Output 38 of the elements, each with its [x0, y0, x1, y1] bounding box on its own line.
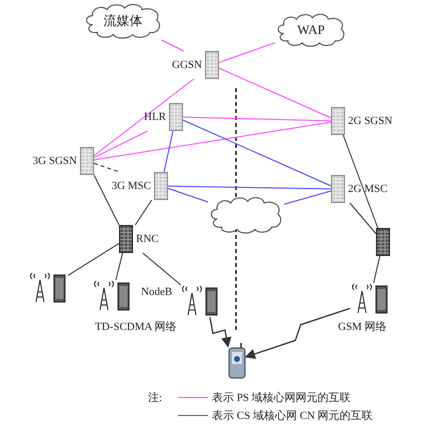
connection-line: [284, 190, 332, 205]
connection-line: [94, 122, 332, 160]
connection-line: [94, 78, 194, 156]
legend-text: 表示 CS 域核心网 CN 网元的互联: [212, 408, 373, 423]
connection-line: [94, 130, 148, 158]
connection-line: [142, 252, 182, 286]
connection-line: [68, 242, 120, 276]
node-label: HLR: [144, 111, 166, 123]
node-label: 3G MSC: [112, 180, 151, 192]
cloud-label: WAP: [297, 22, 325, 38]
connection-line: [115, 252, 124, 280]
connection-line: [373, 256, 380, 284]
note-text: TD-SCDMA 网络: [95, 320, 177, 334]
node-label: 3G SGSN: [32, 155, 77, 167]
node-label: 2G SGSN: [348, 115, 392, 127]
lightning-link: [209, 316, 232, 348]
connection-line: [164, 130, 174, 172]
connection-line: [94, 174, 120, 226]
lightning-link: [244, 308, 350, 359]
connection-line: [168, 186, 332, 190]
connection-line: [349, 202, 376, 234]
node-caption: NodeB: [141, 286, 172, 298]
note-text: 注:: [148, 390, 162, 405]
connection-line: [134, 200, 152, 226]
node-label: GGSN: [172, 59, 202, 71]
connection-line: [182, 116, 332, 122]
connection-line: [218, 68, 332, 118]
node-label: 2G MSC: [348, 183, 388, 195]
node-label: RNC: [136, 233, 159, 245]
connection-line: [94, 162, 120, 172]
cloud-label: 流媒体: [104, 12, 142, 30]
connection-line: [182, 120, 332, 186]
note-text: GSM 网络: [338, 320, 387, 334]
legend-text: 表示 PS 域核心网网元的互联: [212, 390, 351, 405]
connection-line: [160, 40, 184, 52]
connection-line: [218, 42, 276, 64]
connection-line: [342, 134, 378, 228]
connection-line: [168, 188, 208, 203]
